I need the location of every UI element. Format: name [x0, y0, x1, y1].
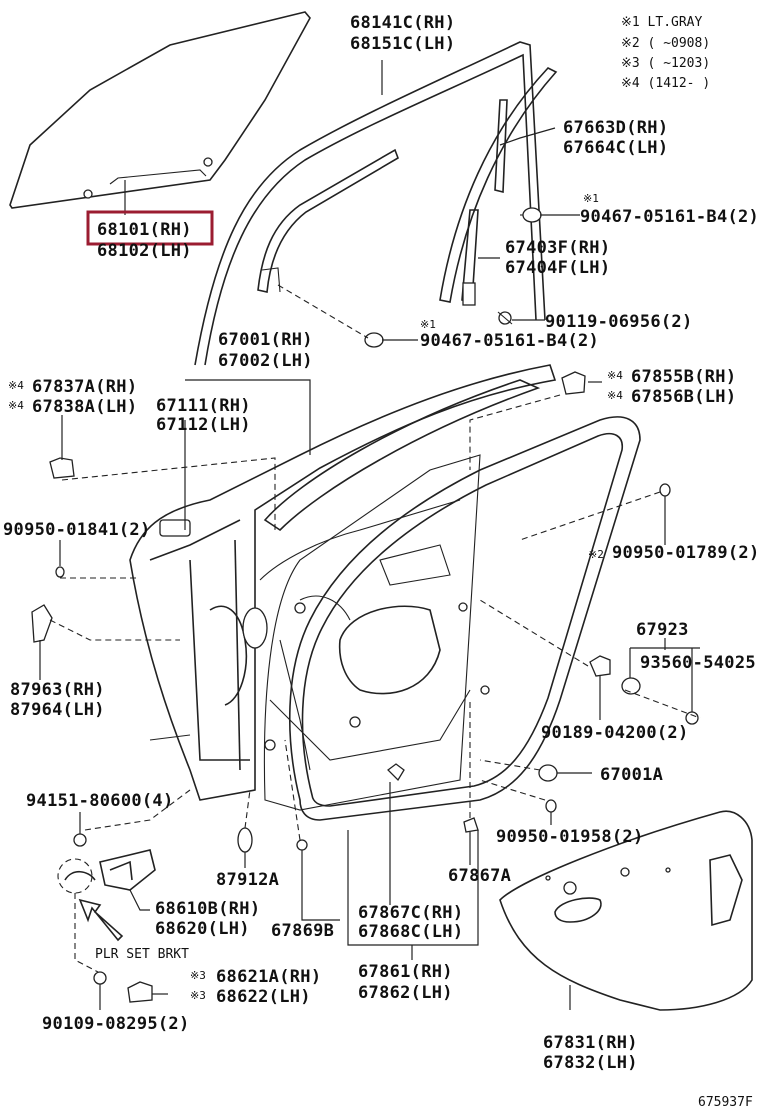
label-rear-sash-1[interactable]: 67663D(RH) — [563, 118, 668, 138]
label-clip-lower-mark: ※1 — [420, 318, 436, 331]
label-bracket-a-2[interactable]: 67838A(LH) — [32, 397, 137, 417]
label-clip-upper-mark: ※1 — [583, 192, 599, 205]
pad-lower-shape — [237, 827, 253, 853]
label-sheet-1[interactable]: 67831(RH) — [543, 1033, 638, 1053]
part-labels: 68101(RH) 68102(LH) 68141C(RH) 68151C(LH… — [3, 13, 760, 1073]
door-inner-panel — [129, 364, 557, 801]
door-glass — [9, 11, 311, 209]
label-stopper-set[interactable]: 67923 — [636, 620, 689, 640]
label-clip-lower[interactable]: 90467-05161-B4(2) — [420, 331, 599, 351]
label-plug-left[interactable]: 90950-01841(2) — [3, 520, 151, 540]
legend-item-1: ※1 LT.GRAY — [621, 15, 703, 30]
label-bracket-a-1[interactable]: 67837A(RH) — [32, 377, 137, 397]
plug-lower-shape — [545, 799, 557, 813]
label-nut-clip[interactable]: 90189-04200(2) — [541, 723, 689, 743]
label-seal-inner-1[interactable]: 67867C(RH) — [358, 903, 463, 923]
trim-sheet — [499, 810, 753, 1011]
label-cover-b-mark-2: ※4 — [607, 389, 623, 402]
plr-arrow — [78, 898, 124, 942]
legend-item-2: ※2 ( ~0908) — [621, 36, 710, 51]
bolt-small-shape — [93, 971, 107, 985]
label-seal-inner-2[interactable]: 67868C(LH) — [358, 922, 463, 942]
cover-b-shape — [561, 371, 586, 395]
label-pad-left-2[interactable]: 87964(LH) — [10, 700, 105, 720]
seal-clip-shape — [387, 763, 405, 782]
label-plug-lower[interactable]: 90950-01958(2) — [496, 827, 644, 847]
label-glass-2[interactable]: 68102(LH) — [97, 241, 192, 261]
label-door-panel-1[interactable]: 67001(RH) — [218, 330, 313, 350]
label-grommet[interactable]: 67867A — [448, 866, 511, 886]
label-door-seal-2[interactable]: 67112(LH) — [156, 415, 251, 435]
clip-weather-shape — [296, 839, 308, 851]
weatherstrip — [288, 416, 641, 821]
label-weatherstrip-2[interactable]: 67862(LH) — [358, 983, 453, 1003]
label-run-channel-2[interactable]: 68151C(LH) — [350, 34, 455, 54]
label-hinge-1[interactable]: 68610B(RH) — [155, 899, 260, 919]
cushion-shape — [538, 764, 558, 782]
legend-item-4: ※4 (1412- ) — [621, 76, 710, 91]
clip-lower-shape — [364, 332, 384, 348]
label-sheet-2[interactable]: 67832(LH) — [543, 1053, 638, 1073]
label-cover-b-1[interactable]: 67855B(RH) — [631, 367, 736, 387]
label-bolt-hinge[interactable]: 94151-80600(4) — [26, 791, 174, 811]
label-door-panel-2[interactable]: 67002(LH) — [218, 351, 313, 371]
label-plug-right[interactable]: 90950-01789(2) — [612, 543, 760, 563]
hinge-shape — [57, 833, 156, 894]
label-bracket-hinge-mark-2: ※3 — [190, 989, 206, 1002]
run-channel — [194, 41, 546, 366]
plug-left-shape — [55, 566, 65, 578]
label-bracket-hinge-2[interactable]: 68622(LH) — [216, 987, 311, 1007]
grommet-shape — [463, 817, 479, 833]
label-glass-1[interactable]: 68101(RH) — [97, 220, 192, 240]
label-rear-sash-2[interactable]: 67664C(LH) — [563, 138, 668, 158]
label-clip-weather[interactable]: 67869B — [271, 921, 334, 941]
pad-left-shape — [31, 604, 53, 643]
label-clip-upper[interactable]: 90467-05161-B4(2) — [580, 207, 759, 227]
label-plug-right-mark: ※2 — [588, 548, 604, 561]
label-door-seal-1[interactable]: 67111(RH) — [156, 396, 251, 416]
label-bracket-hinge-1[interactable]: 68621A(RH) — [216, 967, 321, 987]
bracket-hinge-shape — [127, 981, 153, 1003]
label-pad-lower[interactable]: 87912A — [216, 870, 279, 890]
door-seal — [263, 379, 541, 532]
label-pad-left-1[interactable]: 87963(RH) — [10, 680, 105, 700]
label-plr-note: PLR SET BRKT — [95, 947, 189, 962]
label-cover-b-2[interactable]: 67856B(LH) — [631, 387, 736, 407]
legend: ※1 LT.GRAY ※2 ( ~0908) ※3 ( ~1203) ※4 (1… — [621, 15, 710, 91]
screw-sash-shape — [497, 311, 513, 325]
highlight-box — [86, 210, 214, 246]
label-screw-sash[interactable]: 90119-06956(2) — [545, 312, 693, 332]
inner-seal — [263, 454, 481, 811]
front-sash — [257, 148, 399, 293]
clip-upper-shape — [520, 207, 542, 223]
bracket-a-shape — [49, 457, 75, 479]
label-cover-b-mark-1: ※4 — [607, 369, 623, 382]
leader-lines — [39, 60, 701, 1010]
label-hinge-2[interactable]: 68620(LH) — [155, 919, 250, 939]
rear-sash — [439, 67, 558, 306]
label-sash-lower-1[interactable]: 67403F(RH) — [505, 238, 610, 258]
label-bolt-small[interactable]: 90109-08295(2) — [42, 1014, 190, 1034]
legend-item-3: ※3 ( ~1203) — [621, 56, 710, 71]
reference-code: 675937F — [698, 1095, 753, 1110]
plug-right-shape — [659, 483, 671, 497]
label-bracket-a-mark-2: ※4 — [8, 399, 24, 412]
label-bracket-a-mark-1: ※4 — [8, 379, 24, 392]
label-stopper[interactable]: 93560-54025 — [640, 653, 756, 673]
label-bracket-hinge-mark-1: ※3 — [190, 969, 206, 982]
label-cushion[interactable]: 67001A — [600, 765, 663, 785]
label-sash-lower-2[interactable]: 67404F(LH) — [505, 258, 610, 278]
label-weatherstrip-1[interactable]: 67861(RH) — [358, 962, 453, 982]
label-run-channel-1[interactable]: 68141C(RH) — [350, 13, 455, 33]
